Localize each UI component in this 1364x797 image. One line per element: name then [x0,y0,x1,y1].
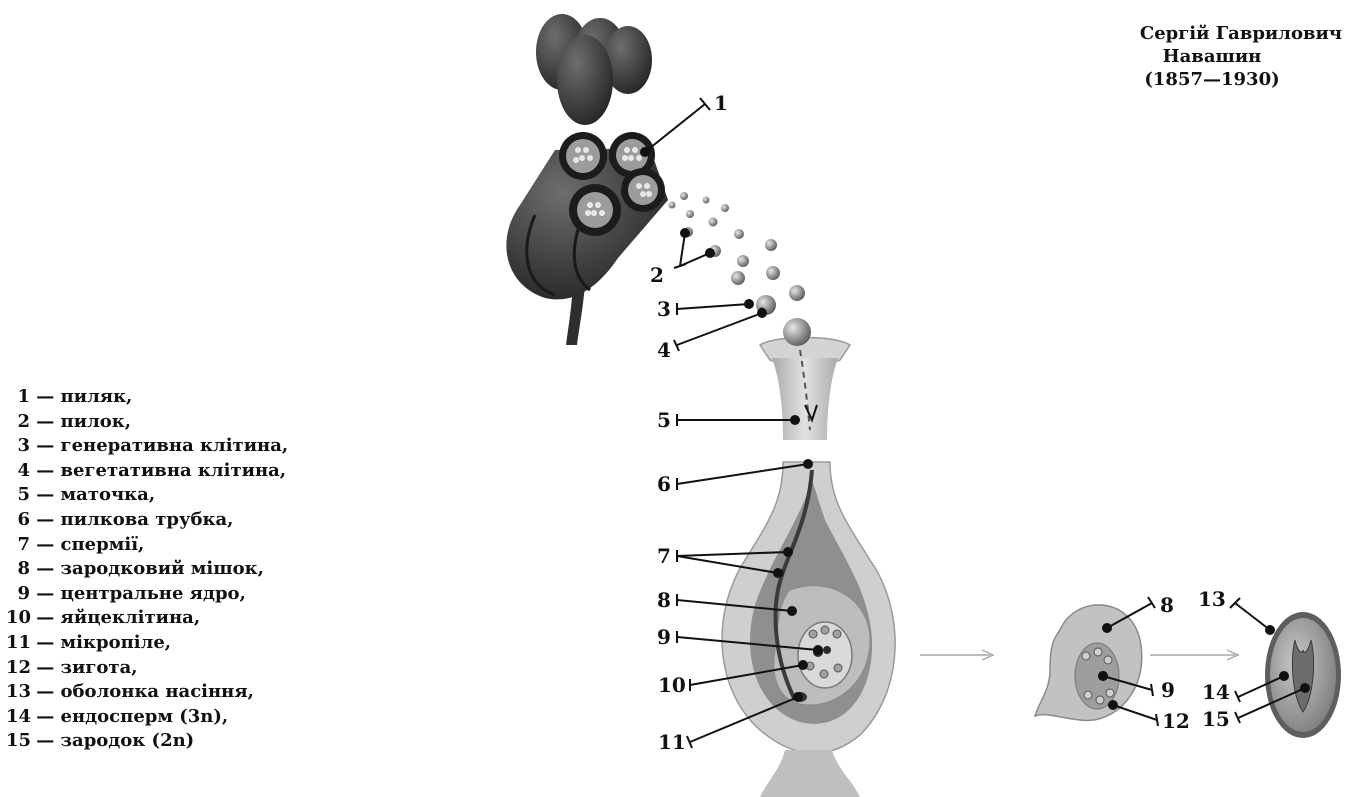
caption-surname: Навашин [1082,45,1342,68]
label-12: 12 [1162,709,1190,733]
legend-list: 1 — пиляк, 2 — пилок, 3 — генеративна кл… [6,385,288,754]
label-10: 10 [658,673,686,697]
label-4: 4 [657,338,671,362]
label-9-right: 9 [1161,678,1175,702]
legend-item: 11 — мікропіле, [6,631,288,656]
legend-item: 5 — маточка, [6,483,288,508]
label-3: 3 [657,297,671,321]
fertilized-ovule-illustration [1035,605,1142,721]
legend-item: 14 — ендосперм (3n), [6,705,288,730]
legend-item: 4 — вегетативна клітина, [6,459,288,484]
legend-item: 10 — яйцеклітина, [6,606,288,631]
label-14: 14 [1202,680,1230,704]
legend-item: 6 — пилкова трубка, [6,508,288,533]
legend-item: 8 — зародковий мішок, [6,557,288,582]
label-7: 7 [657,544,671,568]
label-13: 13 [1198,587,1226,611]
pistil-illustration [722,318,895,797]
legend-item: 15 — зародок (2n) [6,729,288,754]
legend-item: 13 — оболонка насіння, [6,680,288,705]
label-2: 2 [650,263,664,287]
label-8-right: 8 [1160,593,1174,617]
legend-item: 3 — генеративна клітина, [6,434,288,459]
label-11: 11 [658,730,686,754]
label-8: 8 [657,588,671,612]
caption-name: Сергій Гаврилович [1082,22,1342,45]
seed-illustration [1265,612,1341,738]
legend-item: 9 — центральне ядро, [6,582,288,607]
legend-item: 2 — пилок, [6,410,288,435]
label-1: 1 [714,91,728,115]
legend-item: 7 — спермії, [6,533,288,558]
label-5: 5 [657,408,671,432]
legend-item: 12 — зигота, [6,656,288,681]
caption-years: (1857—1930) [1082,68,1342,91]
portrait-caption: Сергій Гаврилович Навашин (1857—1930) [1082,22,1342,91]
pollen-grains [669,192,806,315]
label-9: 9 [657,625,671,649]
label-15: 15 [1202,707,1230,731]
anther-illustration [506,14,668,345]
label-6: 6 [657,472,671,496]
legend-item: 1 — пиляк, [6,385,288,410]
